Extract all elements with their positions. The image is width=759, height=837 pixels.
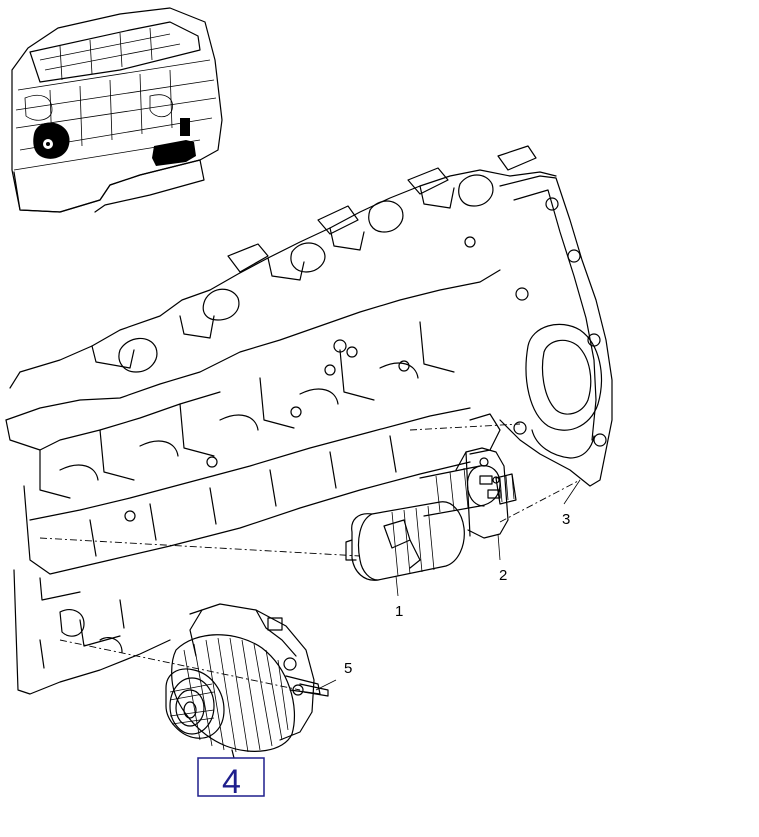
engine-overview-icon: [11, 7, 223, 213]
assembly-centerlines: [39, 423, 581, 691]
callout-alternator-bolt: 5: [344, 660, 352, 677]
reference-box[interactable]: 4: [197, 757, 265, 801]
callout-flywheel-housing: 3: [562, 511, 570, 528]
starter-motor: [345, 447, 517, 581]
callout-starter-motor: 1: [395, 603, 403, 620]
callout-starter-flange: 2: [499, 567, 507, 584]
reference-box-label: 4: [222, 763, 241, 801]
leader-lines: [315, 479, 581, 691]
engine-block-drawing: [5, 145, 613, 695]
alternator: [165, 603, 329, 759]
